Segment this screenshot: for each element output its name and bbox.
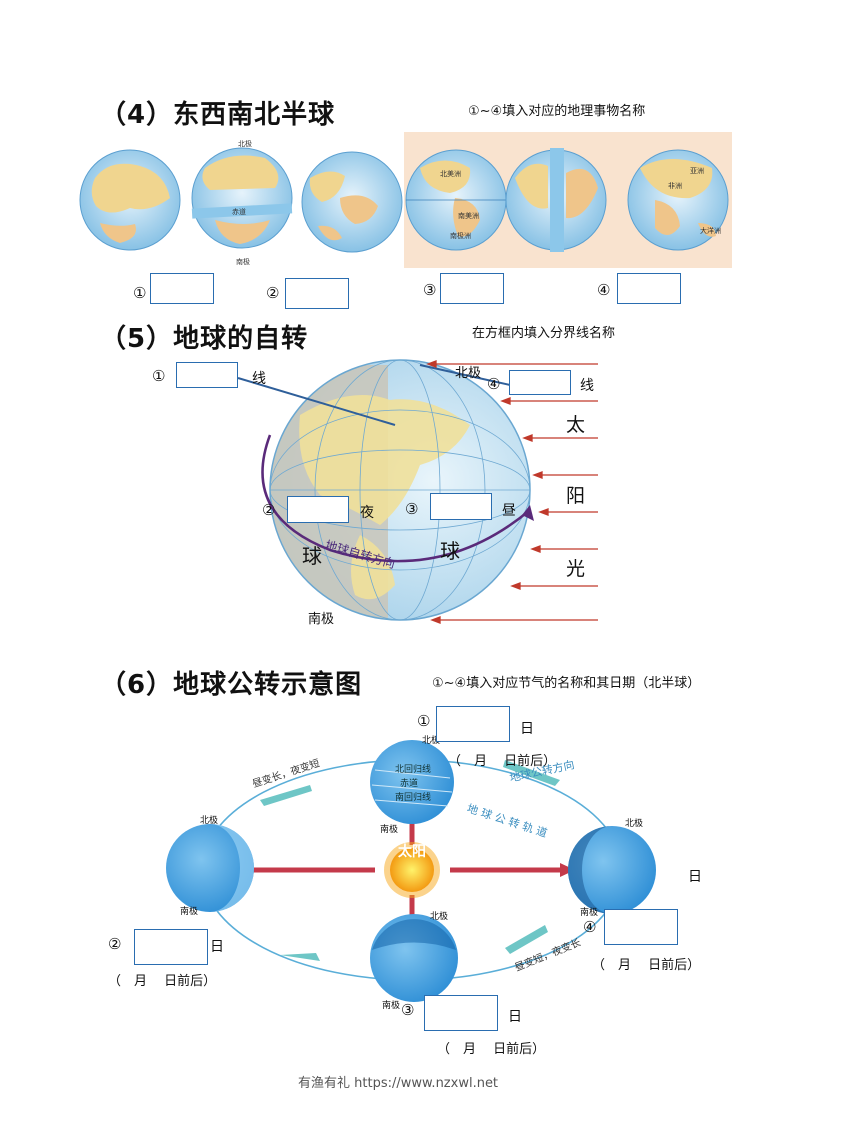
label-south-pole: 南极	[236, 257, 250, 266]
section4-title: （4）东西南北半球	[100, 100, 336, 130]
globe-map-labels: 北极 赤道 南极 北美洲 南美洲 非洲 大洋洲 亚洲 南极洲	[232, 139, 721, 266]
globe-north-hemisphere	[79, 149, 181, 251]
globe-west-hemisphere-unlabeled	[301, 151, 403, 253]
s5-sun-char-3: 光	[566, 558, 586, 580]
s5-south-pole: 南极	[308, 612, 335, 627]
s4-answer-box-1[interactable]	[150, 273, 214, 304]
section6-instruction: ①~④填入对应节气的名称和其日期（北半球）	[432, 676, 701, 691]
label-oceania: 大洋洲	[700, 226, 721, 235]
s6-sun-label: 太阳	[398, 844, 426, 860]
s6-mark-4: ④	[583, 918, 597, 936]
s6-south-pole-right: 南极	[580, 908, 599, 918]
s6-tropic-south: 南回归线	[395, 793, 432, 803]
s5-line-suffix-4: 线	[580, 378, 594, 394]
s5-answer-box-2[interactable]	[287, 496, 349, 523]
s6-date-1: （ 月 日前后）	[448, 754, 557, 769]
globe-left	[166, 824, 254, 912]
s6-day-3: 日	[508, 1009, 522, 1025]
s5-answer-box-1[interactable]	[176, 362, 238, 388]
s6-north-pole-right: 北极	[625, 819, 644, 829]
s6-mark-1: ①	[417, 712, 431, 730]
section5-instruction: 在方框内填入分界线名称	[472, 326, 616, 341]
s6-date-4: （ 月 日前后）	[592, 958, 701, 973]
s6-answer-box-3[interactable]	[424, 995, 498, 1031]
label-north-pole: 北极	[238, 139, 252, 148]
sunlight-arrows	[426, 360, 598, 624]
s6-south-pole-bottom: 南极	[382, 1001, 401, 1011]
label-north-america: 北美洲	[440, 169, 461, 178]
label-asia: 亚洲	[690, 167, 704, 175]
label-antarctica: 南极洲	[450, 231, 471, 240]
globe-west-hemisphere	[405, 149, 507, 251]
s5-mark-4: ④	[487, 375, 501, 393]
s5-earth-left-char: 球	[302, 544, 322, 568]
s5-mark-2: ②	[262, 501, 276, 519]
s6-north-pole-left: 北极	[200, 816, 219, 826]
earth-revolution-diagram	[166, 740, 656, 1002]
s5-day-label: 昼	[502, 503, 516, 519]
s4-mark-1: ①	[133, 284, 147, 302]
s5-earth-right-char: 球	[440, 539, 460, 563]
s6-day-right-globe: 日	[688, 869, 702, 885]
s6-date-2: （ 月 日前后）	[108, 974, 217, 989]
globe-bottom	[370, 914, 458, 1002]
s5-line-suffix-1: 线	[252, 371, 266, 387]
label-south-america: 南美洲	[458, 211, 479, 220]
s5-answer-box-3[interactable]	[430, 493, 492, 520]
footer-watermark: 有渔有礼 https://www.nzxwl.net	[298, 1076, 499, 1091]
section5-title: （5）地球的自转	[100, 324, 309, 354]
globe-split-east-west	[505, 148, 607, 252]
s4-answer-box-3[interactable]	[440, 273, 504, 304]
s5-sun-char-1: 太	[566, 414, 586, 436]
globe-right	[568, 826, 656, 914]
s5-mark-3: ③	[405, 500, 419, 518]
label-equator: 赤道	[232, 207, 246, 216]
s6-south-pole-left: 南极	[180, 907, 199, 917]
s6-north-pole-bottom: 北极	[430, 912, 449, 922]
s6-mark-2: ②	[108, 935, 122, 953]
s6-equator: 赤道	[400, 779, 419, 789]
s6-south-pole-top: 南极	[380, 825, 399, 835]
s5-sun-char-2: 阳	[566, 485, 586, 507]
s6-answer-box-2[interactable]	[134, 929, 208, 965]
rotation-arrow	[261, 434, 531, 563]
s6-mark-3: ③	[401, 1001, 415, 1019]
s4-mark-2: ②	[266, 284, 280, 302]
orbit-direction-arrows	[260, 760, 560, 961]
s6-day-2: 日	[210, 939, 224, 955]
leader-line-4	[419, 364, 511, 386]
globe-top	[370, 740, 454, 824]
section4-instruction: ①~④填入对应的地理事物名称	[468, 104, 646, 119]
label-africa: 非洲	[668, 181, 682, 190]
s6-tropic-north: 北回归线	[395, 765, 432, 775]
s4-mark-4: ④	[597, 281, 611, 299]
s6-answer-box-4[interactable]	[604, 909, 678, 945]
s4-answer-box-2[interactable]	[285, 278, 349, 309]
s6-date-3: （ 月 日前后）	[437, 1042, 546, 1057]
hemisphere-globes: 北极 赤道 南极 北美洲 南美洲 非洲 大洋洲 亚洲 南极洲	[79, 132, 732, 268]
s5-answer-box-4[interactable]	[509, 370, 571, 395]
globe-south-hemisphere	[191, 147, 293, 249]
leader-line-1	[237, 377, 396, 426]
s4-answer-box-4[interactable]	[617, 273, 681, 304]
s4-mark-3: ③	[423, 281, 437, 299]
globe-east-hemisphere	[627, 149, 729, 251]
s5-mark-1: ①	[152, 367, 166, 385]
s6-answer-box-1[interactable]	[436, 706, 510, 742]
section6-title: （6）地球公转示意图	[100, 670, 363, 700]
s6-day-1: 日	[520, 721, 534, 737]
s5-north-pole: 北极	[455, 366, 482, 381]
s6-north-pole-top: 北极	[422, 736, 441, 746]
earth-rotation-diagram	[237, 359, 598, 624]
s5-night-label: 夜	[360, 505, 374, 521]
sun	[384, 842, 440, 898]
